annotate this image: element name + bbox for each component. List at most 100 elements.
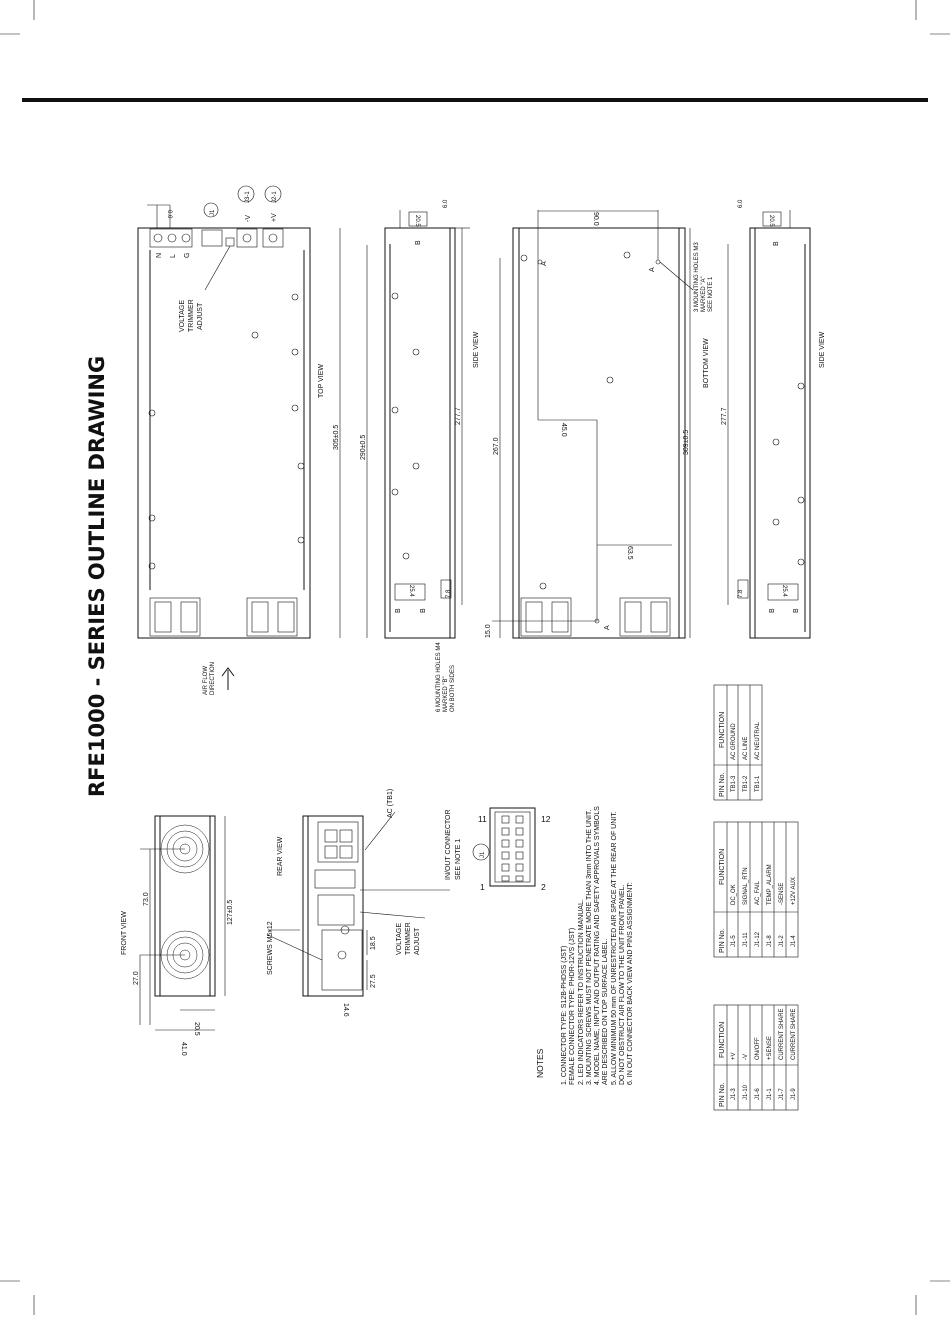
trimmer-label-rear-2: TRIMMER [405,922,412,955]
connector-pin-12: 12 [541,814,551,824]
dim-front-27: 27.0 [133,971,140,985]
table3-r2-pin: TB1-2 [743,775,749,792]
table1-header-pin: PIN No. [719,1082,726,1107]
side2-b-label-1: B [773,241,780,246]
table3-r3-fn: AC NEUTRAL [755,721,761,760]
dim-side-6: 6.0 [443,199,449,208]
table2-r6-fn: +12V AUX [791,877,797,905]
top-j3-tag: J3-1 [245,191,251,203]
trimmer-label-top-1: VOLTAGE [179,300,186,332]
table2-r4-pin: J1-8 [767,935,773,947]
dim-front-73: 73.0 [143,892,150,906]
table3-header-function: FUNCTION [719,712,726,748]
bottom-view-label: BOTTOM VIEW [703,338,710,388]
side-holes-note-1: 6 MOUNTING HOLES M4 [436,642,442,712]
rear-view-label: REAR VIEW [277,836,284,876]
dim-bottom-90: 90.0 [592,212,599,226]
table2-r4-fn: TEMP_ALARM [767,864,773,905]
top-g-label: G [184,253,191,258]
pin-table-2: PIN No. FUNCTION J1-5 DC_OK J1-11 SIGNAL… [713,821,799,958]
table2-r5-fn: -SENSE [779,883,785,905]
airflow-label-1: AIR FLOW [203,666,209,695]
dim-front-127: 127±0.5 [227,900,234,925]
note-line-3: 2. LED INDICATORS REFER TO INSTRUCTION M… [578,899,585,1085]
side-holes-note-2: MARKED "B" [443,676,449,712]
table3-r3-pin: TB1-1 [755,775,761,792]
dim-bottom-267: 267.0 [493,437,500,455]
dim-front-41: 41.0 [180,1042,187,1056]
table1-r6-fn: CURRENT SHARE [791,1008,797,1060]
dim-bottom-15: 15.0 [485,624,492,638]
table2-r3-pin: J1-12 [755,931,761,947]
side-b-label-2: B [395,608,402,613]
note-line-7: 5. ALLOW MINIMUM 50 mm OF UNRESTRICTED A… [611,811,618,1085]
top-j1-tag: J1 [210,209,216,216]
pin-table-3: PIN No. FUNCTION TB1-3 AC GROUND TB1-2 A… [713,684,763,801]
dim-side2-277-7: 277.7 [721,407,728,425]
side-view-1: 20.5 6.0 B B B 25.4 7.8 277.7 SIDE VIEW … [384,199,480,712]
notes: NOTES 1. CONNECTOR TYPE: S12B-PHDSS (JST… [535,806,634,1085]
table1-r1-fn: +V [731,1052,737,1060]
side-view-2: 20.5 6.0 B B B 25.4 7.8 277.7 SIDE VIEW [721,199,826,639]
rear-view: REAR VIEW 18.5 27.5 14.6 SCREWS M5x12 AC… [267,789,462,1017]
connector-j1-tag: J1 [480,851,486,858]
ac-tb1-label: AC (TB1) [387,789,394,818]
dim-side-7-8: 7.8 [446,589,452,598]
table1-header-function: FUNCTION [719,1022,726,1058]
dim-top-305: 305±0.5 [333,425,340,450]
side2-b-label-2: B [769,608,776,613]
top-j2-tag: J2-1 [272,191,278,203]
side-b-label-1: B [415,240,422,245]
table2-r2-fn: SIGNAL_RTN [743,867,749,905]
side-b-label-3: B [420,608,427,613]
table3-r1-fn: AC GROUND [731,723,737,760]
note-line-9: 6. IN OUT CONNECTOR BACK VIEW AND PINS A… [627,882,634,1085]
table1-r5-fn: CURRENT SHARE [779,1008,785,1060]
trimmer-label-rear-3: ADJUST [414,927,421,955]
note-line-4: 3. MOUNTING SCREWS MUST NOT PENETRATE MO… [586,810,593,1085]
top-view-label: TOP VIEW [318,364,325,398]
note-line-2: FEMALE CONNECTOR TYPE: PHDR-12VS (JST) [569,928,576,1085]
connector-pin-11: 11 [478,814,487,824]
side2-view-label: SIDE VIEW [819,331,826,368]
trimmer-label-rear-1: VOLTAGE [396,923,403,955]
dim-side2-6: 6.0 [738,199,744,208]
table1-r3-pin: J1-6 [755,1088,761,1100]
table2-header-function: FUNCTION [719,849,726,885]
top-l-label: L [170,254,177,258]
table3-header-pin: PIN No. [719,772,726,797]
trimmer-label-top-2: TRIMMER [188,299,195,332]
bottom-holes-note-2: MARKED "A" [701,276,707,312]
table2-r5-pin: J1-2 [779,935,785,947]
bottom-a-label-3: A [604,625,611,630]
table2-r2-pin: J1-11 [743,932,749,947]
dim-bottom-63-5: 63.5 [626,546,633,560]
bottom-view: 90.0 A A 45.0 63.5 A 267.0 15.0 309±0.5 … [485,210,714,639]
dim-rear-27-5: 27.5 [370,974,377,988]
table1-r6-pin: J1-9 [791,1088,797,1100]
bottom-a-label-2: A [649,267,656,272]
dim-side-277-7: 277.7 [455,407,462,425]
screws-label: SCREWS M5x12 [267,921,274,975]
front-view-label: FRONT VIEW [121,911,128,955]
table2-r1-pin: J1-5 [731,935,737,947]
table1-r2-fn: -V [743,1054,749,1060]
connector-j1: J1 1 2 11 12 [472,807,551,892]
note-line-1: 1. CONNECTOR TYPE: S12B-PHDSS (JST) [561,946,568,1085]
table1-r4-pin: J1-1 [767,1088,773,1100]
bottom-a-label-1: A [541,261,548,266]
side-view-label: SIDE VIEW [473,331,480,368]
trimmer-label-top-3: ADJUST [197,302,204,330]
table2-header-pin: PIN No. [719,928,726,953]
front-view: FRONT VIEW 73.0 27.0 127±0.5 20.5 41.0 [121,815,234,1056]
dim-side-25-4: 25.4 [408,585,414,597]
table1-r2-pin: J1-10 [743,1084,749,1100]
dim-bottom-45: 45.0 [560,423,567,437]
note-line-5: 4. MODEL NAME, INPUT AND OUTPUT RATING A… [594,806,601,1085]
connector-pin-2: 2 [541,882,546,892]
inout-connector-label-2: SEE NOTE 1 [455,839,462,880]
dim-rear-18-5: 18.5 [370,936,377,950]
dim-side2-25-4: 25.4 [781,585,787,597]
dim-side-20-5: 20.5 [414,215,420,227]
